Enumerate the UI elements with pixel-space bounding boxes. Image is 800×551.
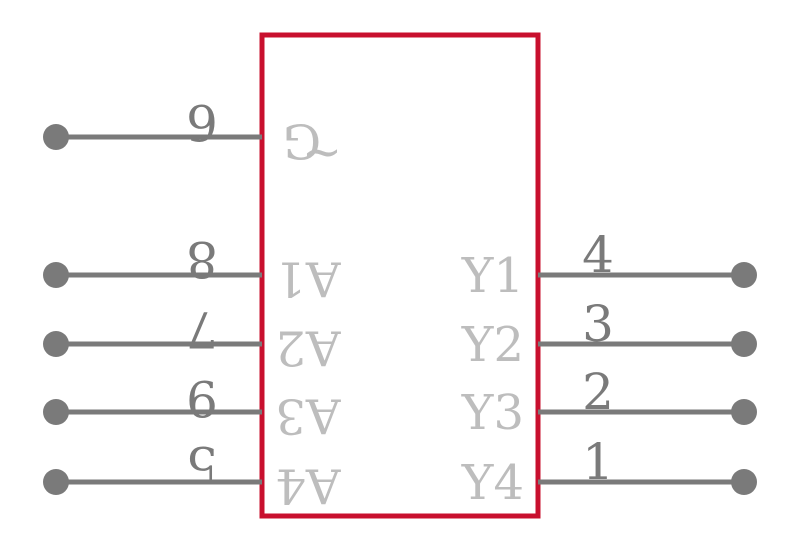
pin-number: 6	[186, 93, 218, 151]
pin-label: G	[283, 113, 321, 169]
pin-terminal[interactable]	[731, 469, 757, 495]
pin-label: A4	[275, 458, 341, 514]
pin-number: 7	[186, 300, 218, 358]
pin-number: 1	[582, 433, 614, 491]
left-pin-5[interactable]: 5 A4	[43, 435, 342, 514]
right-pin-1[interactable]: 4 Y1	[461, 226, 757, 304]
pin-label: Y2	[461, 317, 524, 373]
right-pin-2[interactable]: 3 Y2	[461, 295, 757, 373]
pin-number: 8	[186, 230, 218, 288]
left-pin-1[interactable]: 6 G ~	[43, 93, 342, 180]
pin-number: 9	[186, 369, 218, 427]
pin-terminal[interactable]	[43, 331, 69, 357]
pin-label-suffix: ~	[302, 124, 342, 180]
pin-terminal[interactable]	[731, 399, 757, 425]
pin-label: A3	[275, 388, 341, 444]
pin-label: Y1	[461, 248, 524, 304]
pin-label: A2	[275, 320, 341, 376]
pin-terminal[interactable]	[43, 262, 69, 288]
left-pin-2[interactable]: 8 A1	[43, 230, 342, 307]
pin-label: A1	[275, 251, 341, 307]
pin-number: 4	[582, 226, 614, 284]
pin-terminal[interactable]	[731, 262, 757, 288]
pin-terminal[interactable]	[43, 469, 69, 495]
left-pin-3[interactable]: 7 A2	[43, 300, 342, 376]
pin-terminal[interactable]	[731, 331, 757, 357]
right-pin-4[interactable]: 1 Y4	[461, 433, 757, 511]
pin-number: 5	[186, 435, 218, 493]
pin-label: Y4	[461, 455, 524, 511]
right-pin-3[interactable]: 2 Y3	[461, 363, 757, 441]
component-body	[259, 32, 541, 519]
left-pin-4[interactable]: 9 A3	[43, 369, 342, 444]
pin-terminal[interactable]	[43, 124, 69, 150]
pin-label: Y3	[461, 385, 524, 441]
pin-number: 3	[582, 295, 614, 353]
pin-number: 2	[582, 363, 614, 421]
pin-terminal[interactable]	[43, 399, 69, 425]
